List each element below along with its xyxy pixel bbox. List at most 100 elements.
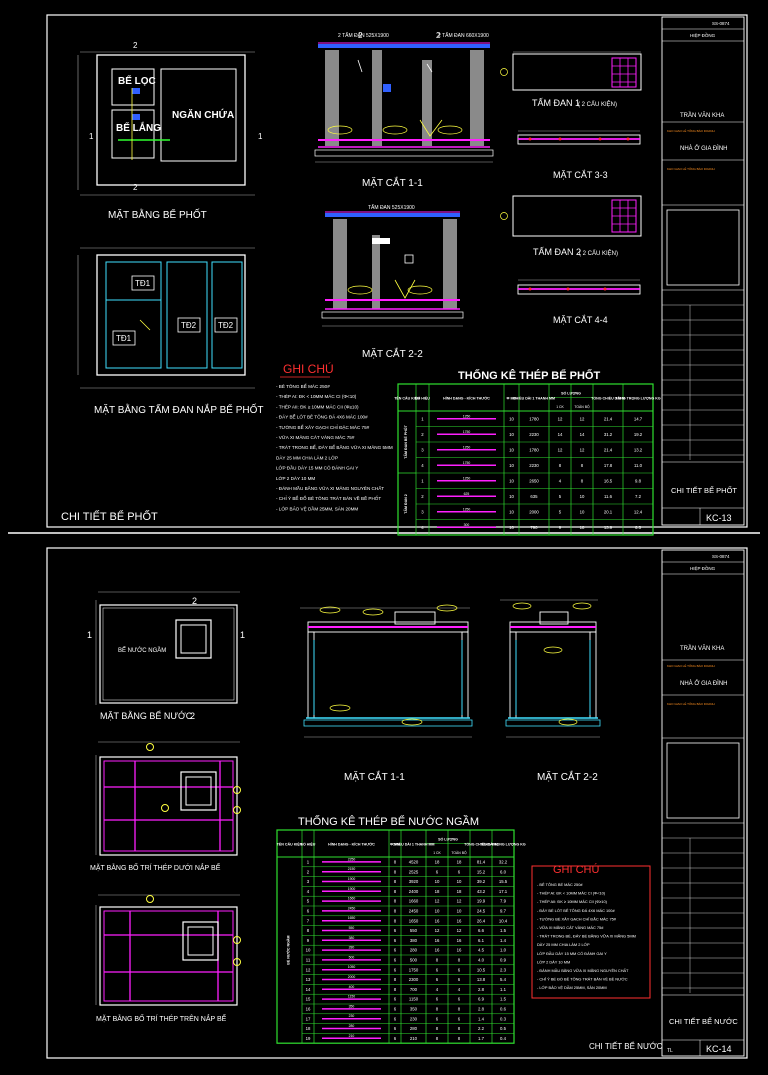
table-cell: 2.2 — [478, 1026, 485, 1031]
table-cell: 6 — [458, 869, 461, 874]
water-tank-room-label: BỂ NƯỚC NGẦM — [118, 647, 166, 654]
table-cell: 16 — [435, 938, 440, 943]
sheet2-frame — [46, 547, 748, 1059]
table-cell: 14.7 — [634, 416, 643, 421]
table-cell: 21.4 — [604, 447, 613, 452]
sheet2-rebar-table: THỐNG KÊ THÉP BỂ NƯỚC NGẦM TÊN CẤU KIỆNS… — [276, 814, 526, 1044]
table2-title: THỐNG KÊ THÉP BỂ NƯỚC NGẦM — [298, 814, 479, 828]
table-group-label: TẤM ĐAN BỂ PHỐT — [403, 424, 408, 458]
table-cell: 1.0 — [500, 948, 507, 953]
table-cell: 17 — [306, 1016, 311, 1021]
table-cell: 4.5 — [478, 948, 485, 953]
table-cell: 1900 — [348, 887, 356, 891]
table-cell: 13.9 — [604, 525, 613, 530]
table-cell: 1 — [421, 478, 424, 483]
table-cell: 1900 — [348, 877, 356, 881]
septic-plan-title: MẶT BẰNG BỂ PHỐT — [108, 207, 207, 221]
note-line: - ĐÁNH MẦU BẰNG VỮA XI MĂNG NGUYÊN CHẤT — [537, 968, 629, 973]
table-cell: 32.2 — [499, 860, 508, 865]
table-cell: 4 — [307, 889, 310, 894]
table-cell: 14 — [558, 432, 563, 437]
table-cell: 8 — [581, 463, 584, 468]
table-cell: 790 — [530, 525, 538, 530]
table-cell: 18 — [457, 860, 462, 865]
table-cell: 8 — [394, 889, 397, 894]
table-cell: 6.5 — [635, 525, 642, 530]
table-cell: 26.4 — [477, 918, 486, 923]
table-cell: 1150 — [348, 995, 355, 999]
table-cell: 1250 — [463, 445, 471, 449]
slab2-detail: TẤM ĐAN 2 ( 2 CẤU KIỆN) — [500, 195, 642, 257]
table-cell: 230 — [410, 1016, 418, 1021]
table-cell: 14 — [306, 987, 311, 992]
table-cell: 1250 — [463, 507, 471, 511]
note-line: - TRÁT TRONG BỂ, ĐÁY BỂ BẰNG VỮA XI MĂNG… — [537, 934, 636, 939]
table-cell: 15 — [306, 997, 311, 1002]
table-cell: 2650 — [529, 478, 539, 483]
svg-text:1: 1 — [258, 132, 263, 141]
table-cell: 635 — [530, 494, 538, 499]
sheet1-title-block: SS-0874 HIỆP ĐỒNG TRẦN VĂN KHA NHÀ Ở GIA… — [661, 16, 745, 526]
table-cell: 1660 — [409, 899, 419, 904]
table-cell: 18 — [435, 860, 440, 865]
note-line: - LỚP BẢO VỆ DẦM 25MM, SÀN 20MM — [276, 504, 358, 511]
tb2-role: HIỆP ĐỒNG — [690, 564, 716, 571]
tb2-number: KC-14 — [706, 1044, 732, 1054]
table-cell: 6 — [394, 997, 397, 1002]
table-cell: 17.8 — [604, 463, 613, 468]
table-cell: 17.1 — [499, 889, 508, 894]
slab1-note: ( 2 CẤU KIỆN) — [578, 100, 617, 108]
table-cell: 380 — [410, 938, 418, 943]
td1b-label: TĐ1 — [116, 334, 132, 343]
table-cell: 6 — [307, 909, 310, 914]
table-cell: 8 — [394, 977, 397, 982]
table-cell: 19.2 — [634, 432, 643, 437]
dim-label-3: TẤM ĐAN 525X1900 — [368, 204, 415, 211]
water-sec22-title: MẶT CẮT 2-2 — [537, 770, 598, 783]
table-cell: 5 — [559, 509, 562, 514]
table-cell: 11.6 — [604, 494, 613, 499]
table-cell: 2.8 — [478, 987, 485, 992]
table-cell: 9 — [307, 938, 310, 943]
table-cell: 16 — [457, 948, 462, 953]
section-2-2: TẤM ĐAN 525X1900 MẶT CẮT 2-2 — [321, 204, 464, 360]
table-cell: 8 — [559, 463, 562, 468]
sheet-kc13: BỂ LỌC BỂ LẮNG NGĂN CHỨA 2 2 1 1 MẶT BẰN… — [8, 14, 760, 536]
note-line: - CHỈ Ý BỂ ĐỔ BÊ TÔNG TRÁT BÁN VỀ BỀ PHỐ… — [276, 494, 381, 501]
table-header-cell: TỔNG TRỌNG LƯỢNG KG — [480, 842, 526, 847]
table-cell: 2230 — [529, 463, 539, 468]
table-cell: 6 — [394, 1036, 397, 1041]
svg-text:2: 2 — [190, 711, 195, 721]
table-cell: 8 — [394, 879, 397, 884]
table-cell: 12 — [580, 416, 585, 421]
table-cell: 1.7 — [478, 1036, 485, 1041]
table-subheader-cell: 1 CK — [556, 405, 564, 409]
sheet2-notes: GHI CHÚ - BÊ TÔNG BỂ MÁC 250#- THÉP AI: … — [531, 863, 651, 999]
table-cell: 1.4 — [478, 1016, 485, 1021]
table-cell: 2 — [421, 432, 424, 437]
table-cell: 0.3 — [500, 1016, 507, 1021]
table-cell: 10 — [509, 447, 514, 452]
table-cell: 5 — [559, 494, 562, 499]
table-cell: 15.5 — [499, 879, 508, 884]
table-cell: 6 — [436, 967, 439, 972]
tb1-person: TRẦN VĂN KHA — [680, 112, 724, 119]
table-cell: 550 — [410, 928, 418, 933]
table-cell: 6 — [394, 938, 397, 943]
table-cell: 8 — [394, 918, 397, 923]
sec22-title: MẶT CẮT 2-2 — [362, 347, 423, 360]
table-cell: 280 — [410, 948, 418, 953]
table-cell: 10 — [509, 525, 514, 530]
table-cell: 280 — [349, 946, 355, 950]
cover-plan-title: MẶT BẰNG TẤM ĐAN NẮP BỂ PHỐT — [94, 402, 263, 416]
note-line: - ĐÁY BỂ LÓT BÊ TÔNG ĐÁ 4X6 MÁC 100# — [537, 908, 615, 913]
note-line: - BÊ TÔNG BỂ MÁC 250# — [537, 882, 583, 887]
table-cell: 1780 — [529, 416, 539, 421]
sheet1-notes: GHI CHÚ - BÊ TÔNG BỂ MÁC 250#- THÉP AI: … — [276, 361, 393, 511]
table-cell: 4 — [421, 525, 424, 530]
section-1-1: 2 TẤM ĐAN 525X1900 2 TẤM ĐAN 660X1900 2 … — [314, 31, 494, 189]
table-cell: 15.2 — [477, 869, 486, 874]
table-cell: 1150 — [409, 997, 419, 1002]
table-cell: 12 — [580, 447, 585, 452]
